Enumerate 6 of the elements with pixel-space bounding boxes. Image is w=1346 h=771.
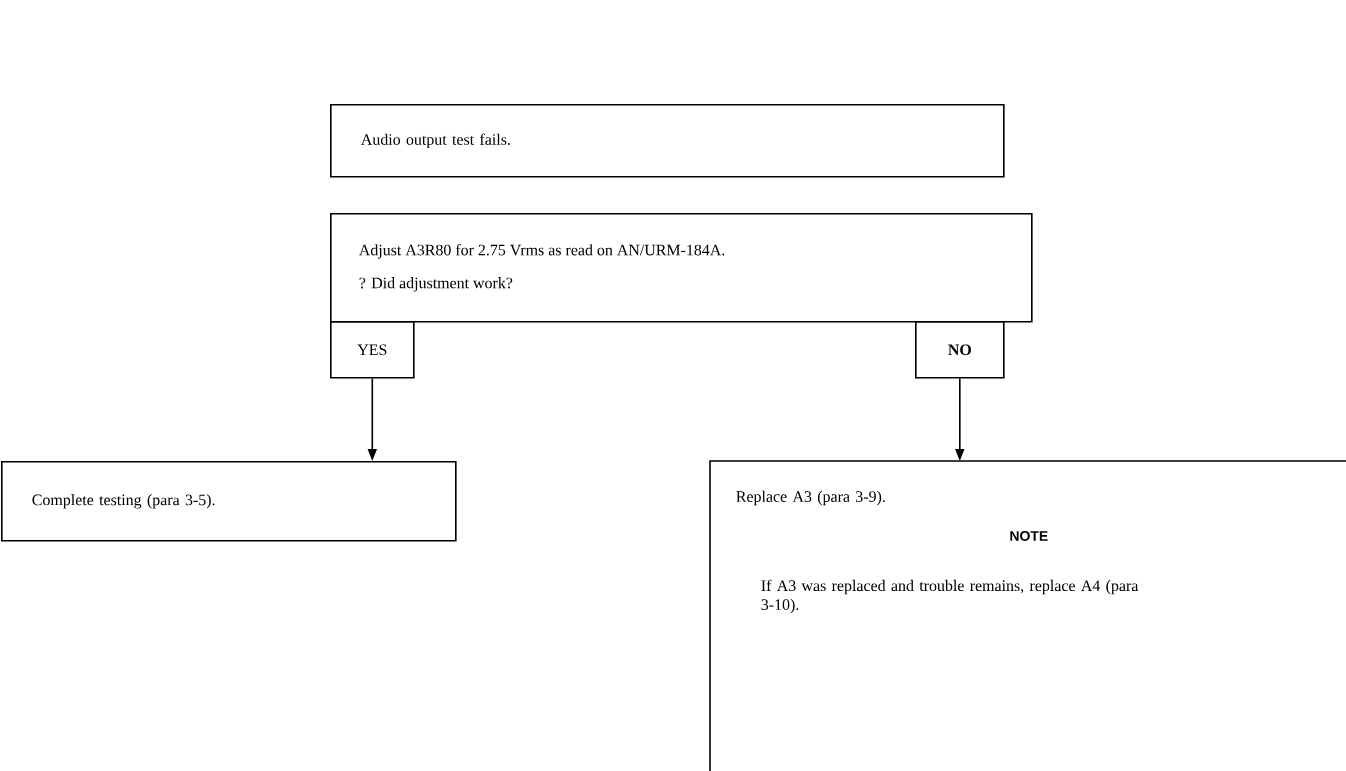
process-box: Replace A3 (para 3-9). NOTE If A3 was replaced and trouble remains, replace A4 (para 3-10).: [709, 460, 1346, 771]
decision-box: Adjust A3R80 for 2.75 Vrms as read on AN/URM-184A. ? Did adjustment work?: [330, 213, 1033, 323]
answer-box: NO: [915, 321, 1005, 379]
process-box: Audio output test fails.: [330, 104, 1005, 178]
process-box: Complete testing (para 3-5).: [1, 461, 457, 542]
answer-box: YES: [330, 321, 415, 379]
